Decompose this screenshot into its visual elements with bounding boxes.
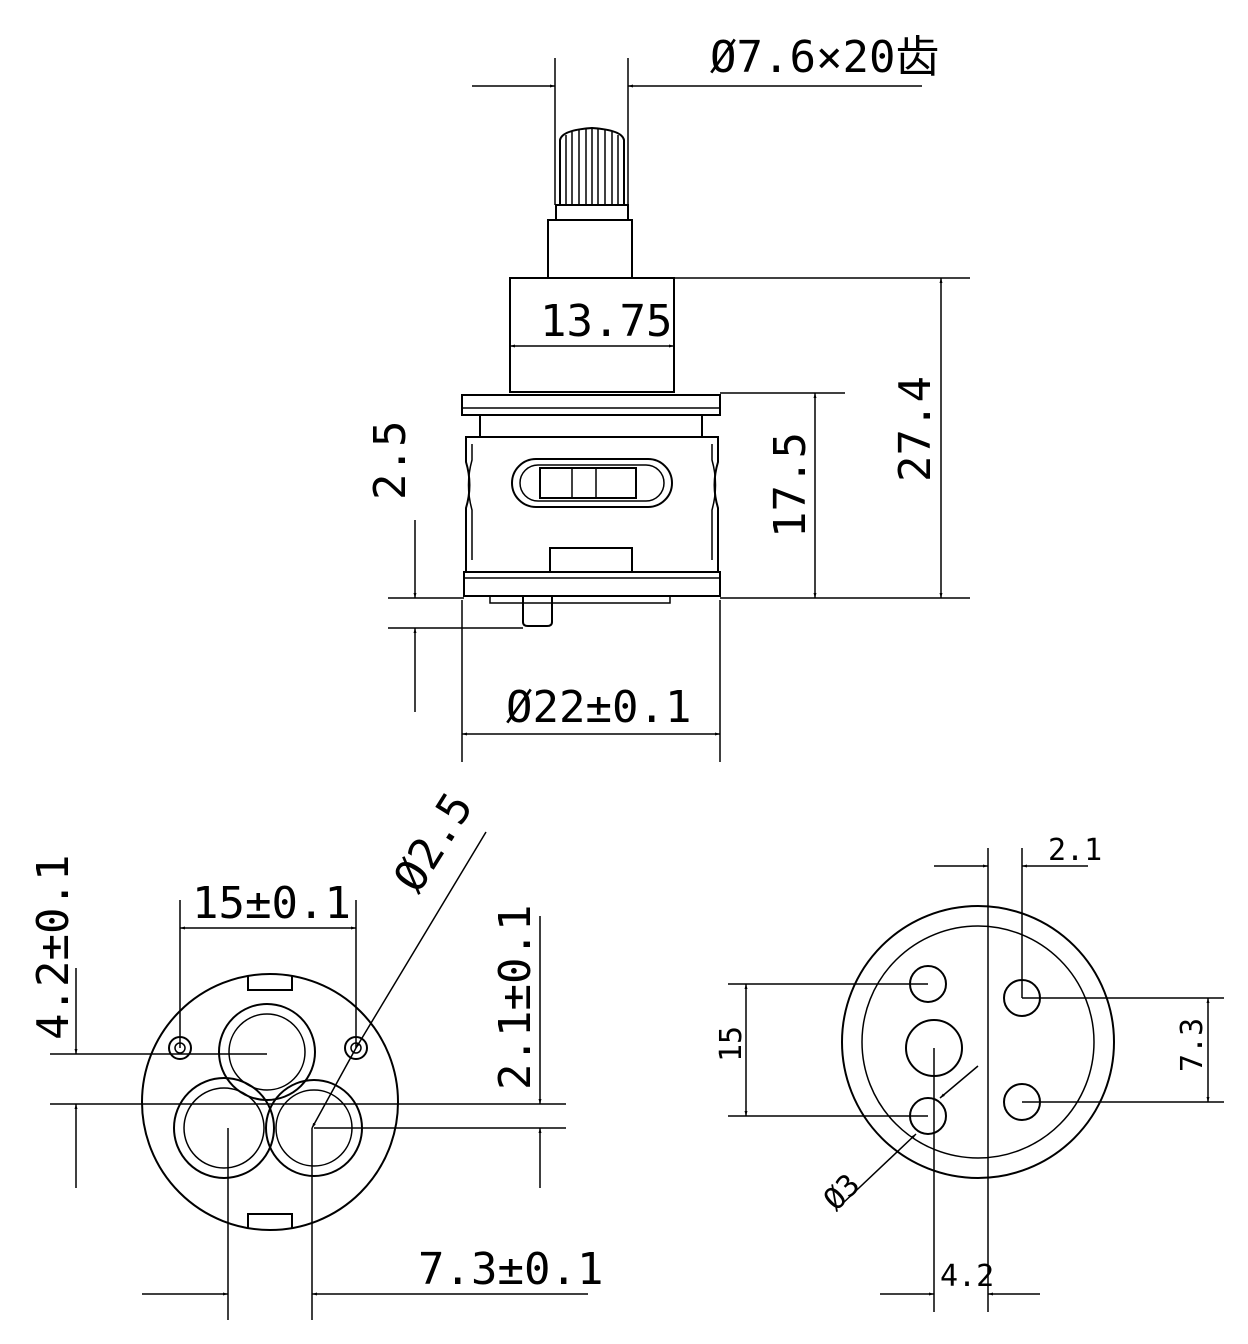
dim-port-spacing-label: 15±0.1 (192, 878, 351, 929)
dim-seat-offset-x: 2.1 (934, 833, 1102, 998)
dim-port-offset-h: 7.3±0.1 (142, 1128, 603, 1320)
dim-seat-offset-x-label: 2.1 (1048, 833, 1102, 868)
dim-port-spacing: 15±0.1 (179, 878, 357, 1048)
dim-seat-spacing-2-label: 7.3 (1175, 1018, 1210, 1072)
dim-spline-label: Ø7.6×20齿 (710, 32, 939, 83)
dim-pin-offset-label: 4.2±0.1 (28, 855, 79, 1040)
dim-total-height-label: 27.4 (890, 376, 941, 482)
dim-stem-width-label: 13.75 (540, 296, 672, 347)
dim-spline: Ø7.6×20齿 (472, 32, 939, 205)
cartridge-body (463, 436, 721, 627)
dim-port-offset-v-label: 2.1±0.1 (490, 905, 541, 1090)
dim-body-height-label: 17.5 (765, 432, 816, 538)
dim-total-height: 27.4 (674, 277, 970, 599)
dim-seat-offset-bottom-label: 4.2 (940, 1259, 994, 1294)
dim-pin-offset: 4.2±0.1 (28, 855, 566, 1188)
dim-seat-spacing-2: 7.3 (1022, 997, 1224, 1103)
dim-seat-offset-bottom: 4.2 (880, 1048, 1040, 1312)
dim-body-diameter: Ø22±0.1 (461, 600, 721, 762)
dim-body-diameter-label: Ø22±0.1 (506, 682, 691, 733)
dim-seat-spacing: 15 (714, 983, 928, 1117)
bottom-view: 15±0.1 Ø2.5 4.2±0.1 2.1±0.1 (28, 784, 603, 1320)
dim-seat-spacing-label: 15 (714, 1026, 749, 1062)
dim-seat-hole-label: Ø3 (817, 1167, 867, 1217)
dim-body-height: 17.5 (720, 392, 845, 598)
dim-port-offset-v: 2.1±0.1 (314, 905, 566, 1188)
dim-pin-height-label: 2.5 (365, 421, 416, 500)
dim-hole-diameter: Ø2.5 (311, 784, 487, 1129)
dim-hole-diameter-label: Ø2.5 (384, 784, 483, 901)
dim-pin-height: 2.5 (365, 421, 523, 712)
spline-stem (547, 126, 633, 279)
seat-view: 2.1 15 7.3 Ø3 4.2 (714, 833, 1224, 1312)
dim-port-offset-h-label: 7.3±0.1 (418, 1244, 603, 1295)
dim-seat-hole: Ø3 (817, 1065, 979, 1218)
side-view: Ø7.6×20齿 13.75 27.4 17.5 2.5 (365, 32, 970, 762)
dim-stem-width: 13.75 (510, 296, 674, 348)
flange (461, 394, 721, 438)
upper-sleeve (509, 277, 675, 393)
